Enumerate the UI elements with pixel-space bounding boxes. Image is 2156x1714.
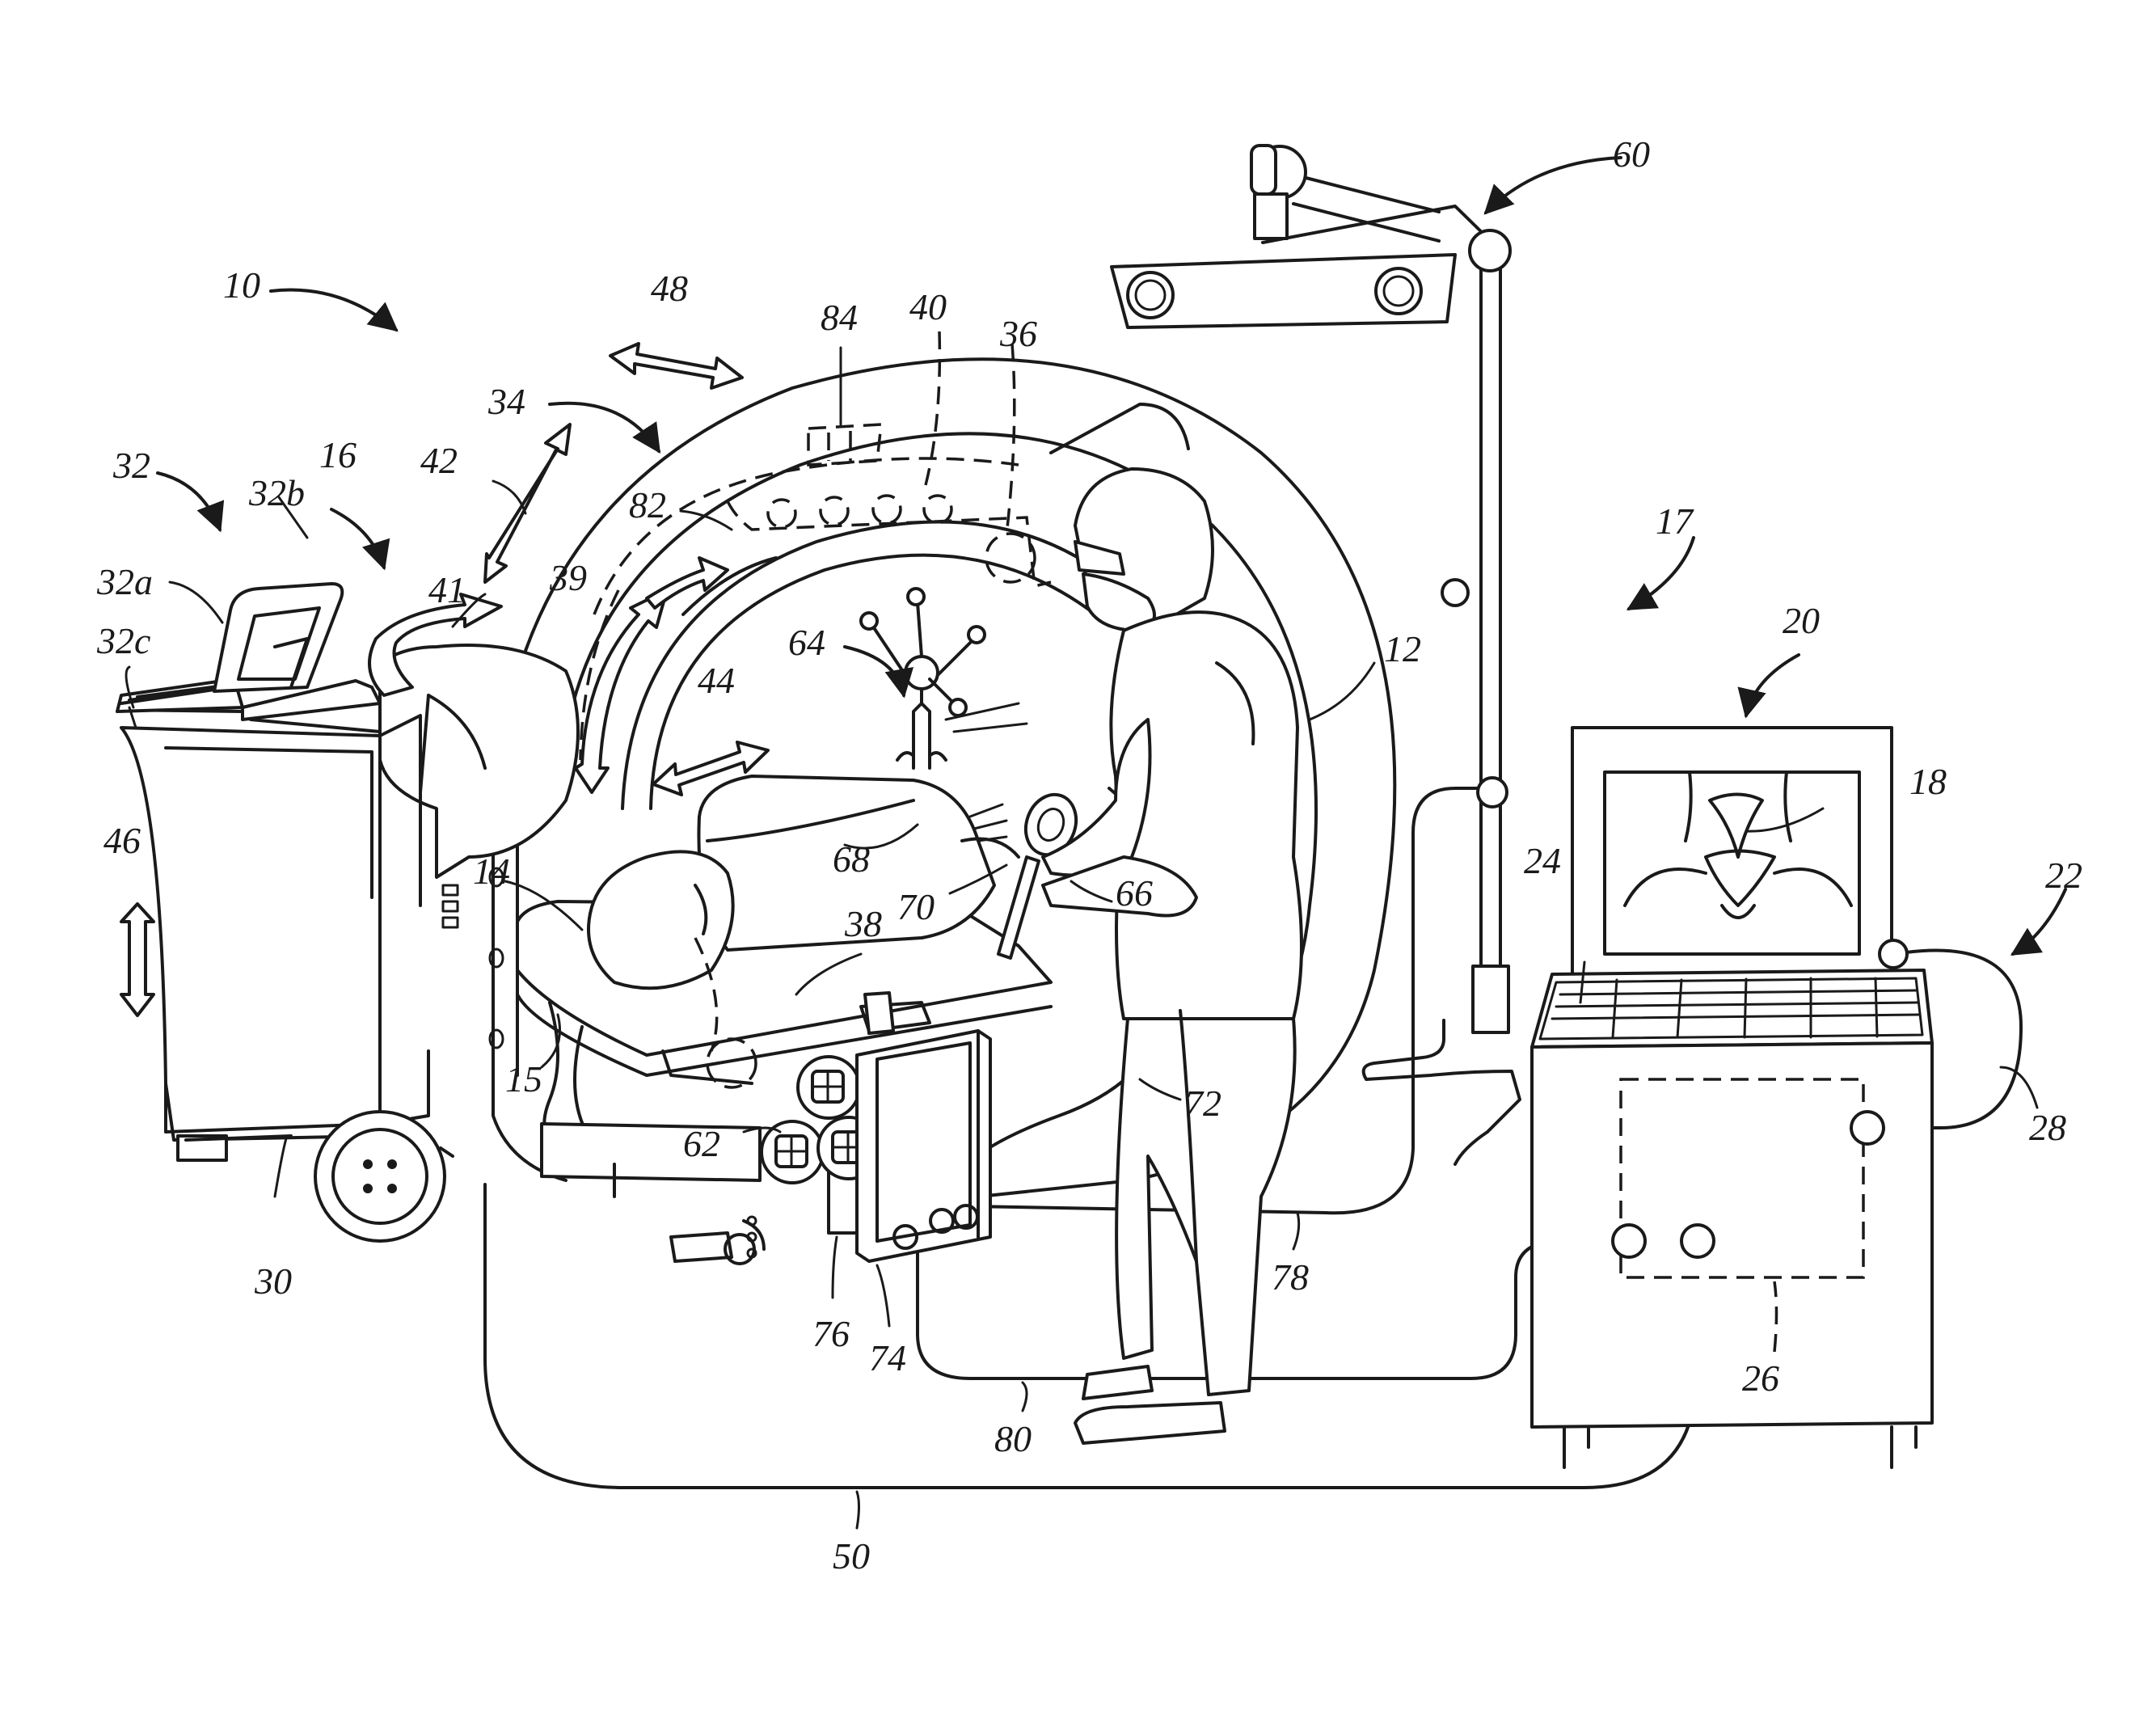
ref-82: 82	[629, 484, 666, 526]
ref-76: 76	[812, 1313, 850, 1354]
ref-38: 38	[844, 903, 882, 944]
ref-70: 70	[897, 886, 935, 927]
ref-12: 12	[1384, 628, 1421, 669]
arrow-48	[610, 344, 742, 388]
ref-41: 41	[428, 569, 466, 610]
ref-50: 50	[833, 1535, 870, 1577]
ref-64: 64	[788, 622, 825, 663]
adapter-74	[857, 1031, 990, 1261]
ref-40: 40	[909, 286, 947, 327]
ref-10: 10	[223, 264, 260, 306]
ref-68: 68	[833, 838, 870, 880]
ref-32b: 32b	[248, 472, 305, 513]
surgeon	[1043, 404, 1302, 1443]
ref-74: 74	[869, 1337, 906, 1378]
ref-62: 62	[683, 1123, 720, 1164]
ref-48: 48	[651, 268, 688, 309]
ref-34: 34	[487, 381, 525, 422]
ref-16: 16	[319, 434, 357, 475]
ref-22: 22	[2045, 855, 2082, 896]
ref-36: 36	[999, 313, 1037, 354]
ref-60: 60	[1613, 133, 1650, 175]
ref-26: 26	[1742, 1357, 1779, 1399]
cable-76	[829, 1172, 857, 1233]
control-panel-32	[117, 584, 380, 720]
ref-18: 18	[1909, 761, 1947, 802]
ref-17: 17	[1656, 500, 1694, 542]
ref-44: 44	[698, 660, 735, 701]
ref-30: 30	[254, 1260, 292, 1302]
ref-32a: 32a	[96, 561, 153, 602]
ref-84: 84	[821, 297, 858, 338]
ref-46: 46	[103, 820, 141, 861]
cable-80	[918, 1233, 1613, 1378]
ref-32: 32	[112, 445, 150, 486]
ref-42: 42	[420, 440, 458, 481]
ref-15: 15	[505, 1058, 542, 1100]
ref-39: 39	[549, 557, 587, 598]
ref-24: 24	[1524, 840, 1561, 881]
ref-72: 72	[1184, 1083, 1221, 1124]
ref-78: 78	[1272, 1256, 1309, 1298]
arrow-46	[121, 904, 154, 1015]
workstation	[1532, 728, 1932, 1467]
ref-32c: 32c	[96, 620, 150, 661]
ref-20: 20	[1783, 600, 1820, 641]
ref-28: 28	[2029, 1107, 2066, 1148]
ref-66: 66	[1116, 872, 1153, 914]
ref-80: 80	[994, 1418, 1032, 1459]
ref-14: 14	[473, 851, 510, 892]
patient-tracker	[861, 589, 1027, 768]
